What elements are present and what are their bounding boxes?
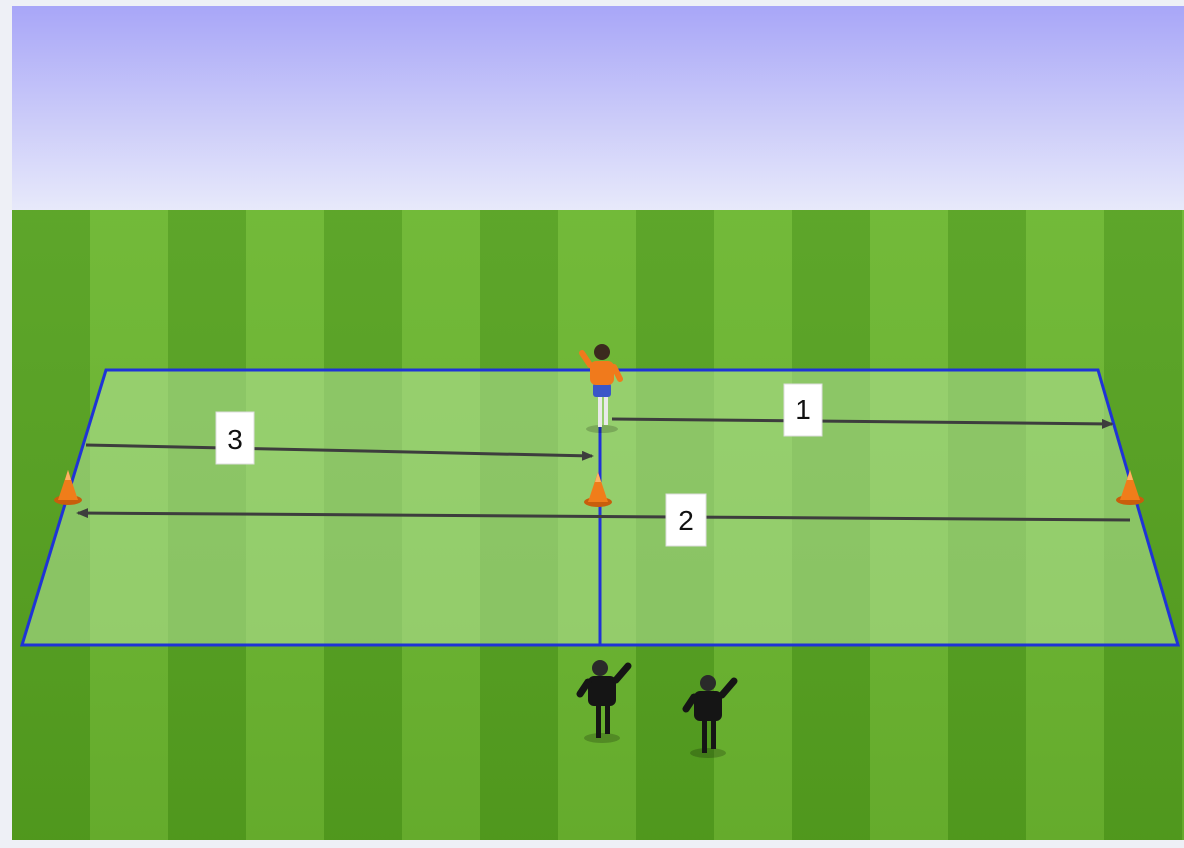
arrow-label-2: 2 <box>666 494 706 546</box>
svg-text:1: 1 <box>795 394 811 425</box>
arrow-label-3: 3 <box>216 412 254 464</box>
arrow-label-1: 1 <box>784 384 822 436</box>
svg-text:2: 2 <box>678 505 694 536</box>
sky <box>12 6 1184 212</box>
svg-text:3: 3 <box>227 424 243 455</box>
